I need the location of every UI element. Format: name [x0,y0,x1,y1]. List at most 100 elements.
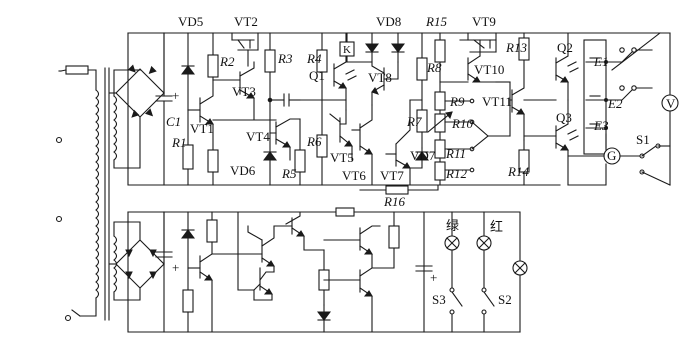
lower-transistor-1 [187,211,218,333]
label-s2: S2 [498,292,512,307]
label-vt7: VT7 [380,168,404,183]
label-vt4: VT4 [246,129,270,144]
label-q1: Q1 [309,68,325,83]
lower-zener [181,211,195,333]
label-r6: R6 [306,134,322,149]
q2-phototransistor [523,32,579,101]
label-q2: Q2 [557,40,573,55]
label-vd6: VD6 [230,163,256,178]
label-r2: R2 [219,54,235,69]
vt11-transistor [509,59,525,141]
range-switch[interactable] [444,98,511,173]
label-r9: R9 [449,94,465,109]
vt1-transistor [187,79,219,186]
vt5-transistor [329,109,353,161]
meter-selector[interactable] [605,47,653,101]
r6-resistor [299,99,328,186]
label-vt9: VT9 [472,14,496,29]
label-r16: R16 [383,194,405,209]
r2-resistor [207,32,219,81]
diode-2 [391,32,405,63]
q3-phototransistor [523,99,579,186]
vd6-zener [263,132,277,186]
label-r13: R13 [505,40,527,55]
label-vt11: VT11 [482,94,512,109]
fuse [65,65,89,75]
label-c1: C1 [166,114,181,129]
vt10-transistor [467,32,511,83]
r4-resistor [316,32,328,136]
label-green: 绿 [446,219,459,234]
label-vt2: VT2 [234,14,258,29]
label-r12: R12 [445,166,467,181]
lower-transistor-3 [323,267,373,333]
r7-resistor [416,99,428,149]
label-r7: R7 [406,114,422,129]
label-g: G [607,148,616,163]
lower-transistor-2 [323,225,381,269]
label-r4: R4 [306,51,322,66]
switch-s3[interactable] [449,287,463,333]
label-r15: R15 [425,14,447,29]
lower-zener-2 [317,304,331,333]
bridge-rectifier-upper [115,64,165,169]
lower-rails [109,211,521,333]
vd7-zener [409,147,429,169]
label-vt1: VT1 [190,121,214,136]
label-r8: R8 [426,60,442,75]
label-s3: S3 [432,292,446,307]
lower-resistor-top [309,207,377,217]
label-red: 红 [490,219,503,235]
lower-darlington [211,211,325,301]
voltmeter [569,32,679,186]
galvanometer [567,133,671,186]
small-capacitor [269,93,301,107]
label-vt5: VT5 [330,150,354,165]
r16-resistor [359,184,439,195]
label-plus-right-c: + [430,270,437,285]
mains-switch[interactable] [64,314,72,322]
label-r1: R1 [171,135,186,150]
bridge-rectifier-lower [115,221,165,301]
upper-rails [109,32,671,186]
label-q3: Q3 [556,110,572,125]
indicator-lamps [423,211,528,333]
transformer [55,65,135,322]
lower-resistor-right [371,211,400,269]
label-r3: R3 [277,51,293,66]
label-e1: E1 [593,54,608,69]
r10-potentiometer [427,109,453,133]
lower-resistor-mid [318,249,330,306]
label-vd8: VD8 [376,14,401,29]
label-r14: R14 [507,164,529,179]
label-vt6: VT6 [342,168,366,183]
r11-resistor [434,131,446,159]
switch-s2[interactable] [481,287,495,333]
label-r5: R5 [281,166,297,181]
label-vt10: VT10 [474,62,504,77]
label-vt3: VT3 [232,84,256,99]
r14-resistor [518,139,530,186]
vt8-transistor [371,61,399,106]
vd5-zener [181,32,195,111]
label-plus-c1: + [172,88,179,103]
mains-terminal-bottom [55,215,63,223]
label-r10: R10 [451,116,473,131]
r1-resistor [182,109,194,186]
label-k: K [343,44,351,56]
label-r11: R11 [445,146,466,161]
label-vd7: VD7 [410,148,436,163]
label-vd5: VD5 [178,14,203,29]
label-e2: E2 [607,96,623,111]
r13-resistor [518,32,530,61]
vt6-transistor [351,104,373,186]
r12-resistor [434,157,446,186]
mains-terminal-top [55,136,63,144]
r8-resistor [409,32,428,101]
r5-resistor [294,118,306,186]
vt2-transistor [231,32,259,67]
label-v: V [666,96,676,111]
relay-k [339,32,355,63]
vt9-transistor [459,32,497,57]
